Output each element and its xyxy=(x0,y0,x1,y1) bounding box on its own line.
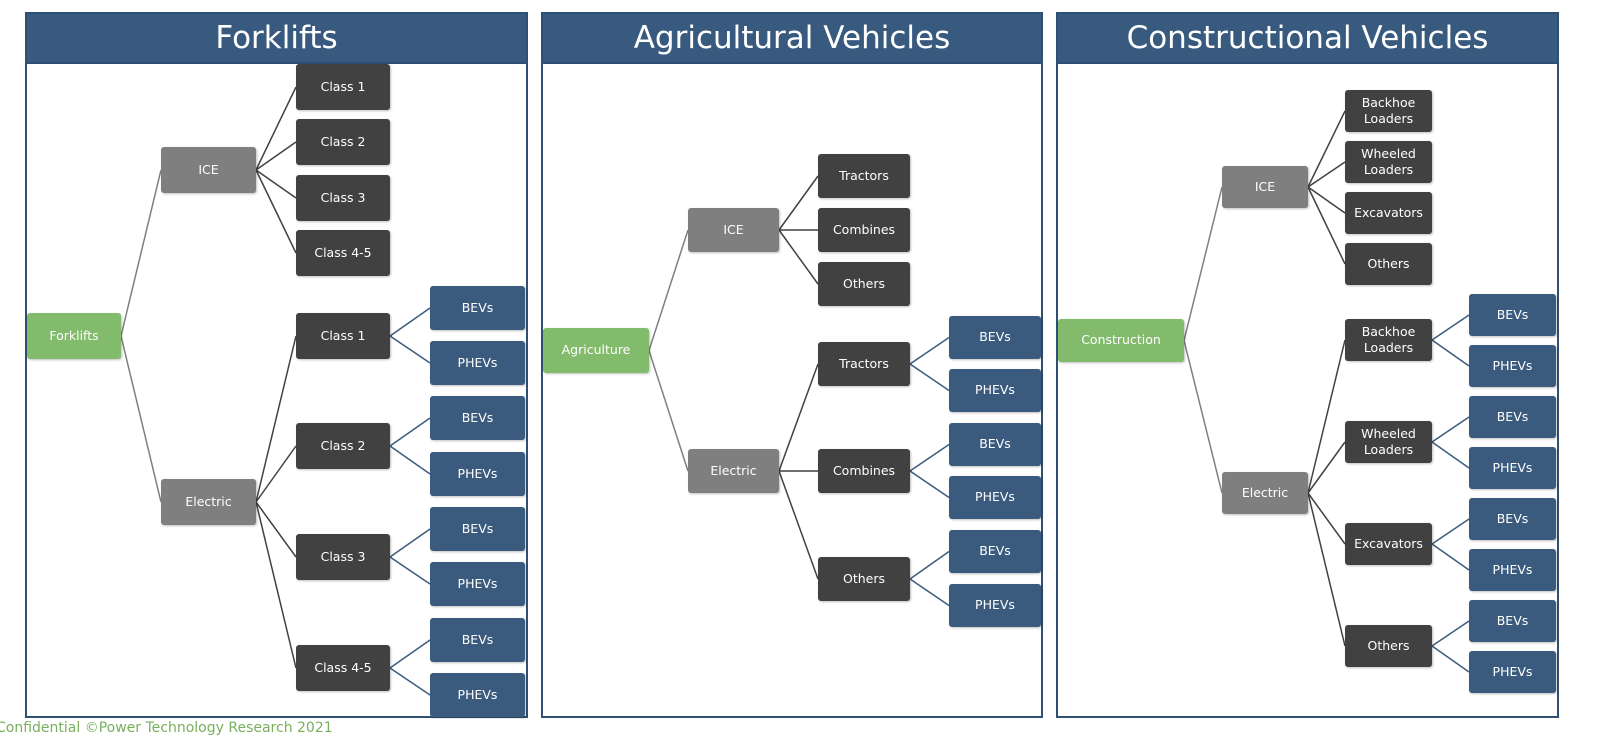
phevs-node: PHEVs xyxy=(1469,549,1556,591)
class-node: Class 4-5 xyxy=(296,645,390,691)
tree-root-node: Forklifts xyxy=(27,313,121,359)
phevs-node: PHEVs xyxy=(1469,651,1556,693)
excavators-node: Excavators xyxy=(1345,523,1432,565)
bevs-node: BEVs xyxy=(949,316,1041,359)
panel-title: Agricultural Vehicles xyxy=(543,14,1041,64)
class-node: Class 1 xyxy=(296,313,390,359)
bevs-node: BEVs xyxy=(1469,396,1556,438)
bevs-node: BEVs xyxy=(430,618,525,662)
class-node: Class 2 xyxy=(296,423,390,469)
electric-node: Electric xyxy=(688,449,779,493)
phevs-node: PHEVs xyxy=(949,476,1041,519)
bevs-node: BEVs xyxy=(1469,600,1556,642)
phevs-node: PHEVs xyxy=(1469,447,1556,489)
wheeled-loaders-node: Wheeled Loaders xyxy=(1345,421,1432,463)
ice-node: ICE xyxy=(1222,166,1308,208)
agricultural-panel: Agricultural Vehicles xyxy=(541,12,1043,718)
panel-title: Constructional Vehicles xyxy=(1058,14,1557,64)
wheeled-loaders-node: Wheeled Loaders xyxy=(1345,141,1432,183)
bevs-node: BEVs xyxy=(949,530,1041,573)
electric-node: Electric xyxy=(1222,472,1308,514)
tree-root-node: Construction xyxy=(1058,319,1184,362)
others-node: Others xyxy=(1345,625,1432,667)
class-node: Class 2 xyxy=(296,119,390,165)
phevs-node: PHEVs xyxy=(430,562,525,606)
bevs-node: BEVs xyxy=(430,396,525,440)
class-node: Class 1 xyxy=(296,64,390,110)
phevs-node: PHEVs xyxy=(430,341,525,385)
class-node: Class 4-5 xyxy=(296,230,390,276)
phevs-node: PHEVs xyxy=(949,584,1041,627)
ice-node: ICE xyxy=(161,147,256,193)
others-node: Others xyxy=(1345,243,1432,285)
ice-node: ICE xyxy=(688,208,779,252)
bevs-node: BEVs xyxy=(430,286,525,330)
phevs-node: PHEVs xyxy=(1469,345,1556,387)
phevs-node: PHEVs xyxy=(430,452,525,496)
others-node: Others xyxy=(818,557,910,601)
footer-copyright: Confidential ©Power Technology Research … xyxy=(0,720,333,736)
excavators-node: Excavators xyxy=(1345,192,1432,234)
bevs-node: BEVs xyxy=(1469,294,1556,336)
combines-node: Combines xyxy=(818,208,910,252)
electric-node: Electric xyxy=(161,479,256,525)
class-node: Class 3 xyxy=(296,534,390,580)
bevs-node: BEVs xyxy=(949,423,1041,466)
backhoe-loaders-node: Backhoe Loaders xyxy=(1345,319,1432,361)
backhoe-loaders-node: Backhoe Loaders xyxy=(1345,90,1432,132)
phevs-node: PHEVs xyxy=(949,369,1041,412)
tractors-node: Tractors xyxy=(818,342,910,386)
others-node: Others xyxy=(818,262,910,306)
tree-root-node: Agriculture xyxy=(543,328,649,373)
constructional-panel: Constructional Vehicles xyxy=(1056,12,1559,718)
combines-node: Combines xyxy=(818,449,910,493)
class-node: Class 3 xyxy=(296,175,390,221)
panel-title: Forklifts xyxy=(27,14,526,64)
bevs-node: BEVs xyxy=(1469,498,1556,540)
bevs-node: BEVs xyxy=(430,507,525,551)
tractors-node: Tractors xyxy=(818,154,910,198)
phevs-node: PHEVs xyxy=(430,673,525,717)
forklifts-panel: Forklifts xyxy=(25,12,528,718)
